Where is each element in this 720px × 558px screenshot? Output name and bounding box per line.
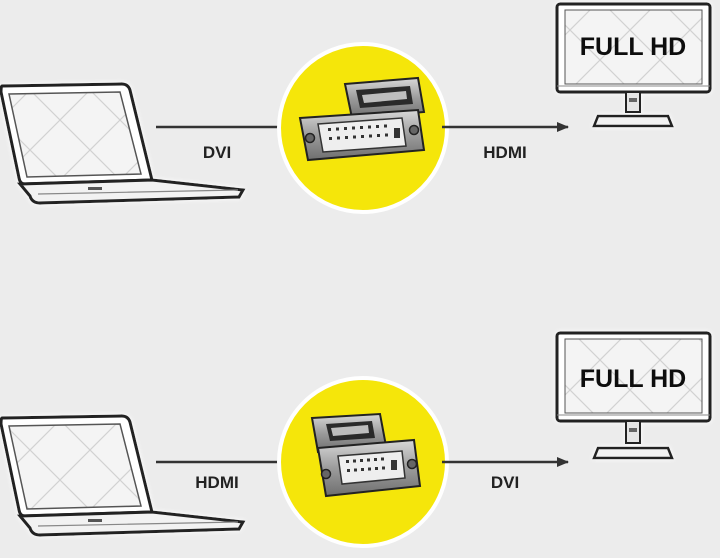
monitor-screen-text-1: FULL HD (580, 33, 686, 61)
monitor-icon: FULL HD (555, 2, 712, 128)
cable-label-left-2: HDMI (195, 473, 238, 492)
hdmi-to-dvi-adapter-icon (310, 412, 422, 498)
dvi-to-hdmi-adapter-icon (298, 76, 426, 162)
connection-row-1: DVI HDMI (0, 2, 712, 214)
connection-row-2: HDMI DVI (0, 331, 712, 548)
cable-label-right-1: HDMI (483, 143, 526, 162)
cable-label-right-2: DVI (491, 473, 519, 492)
cable-label-left-1: DVI (203, 143, 231, 162)
laptop-icon (0, 82, 246, 205)
monitor-icon: FULL HD (555, 331, 712, 460)
monitor-screen-text-2: FULL HD (580, 365, 686, 393)
laptop-icon (0, 414, 246, 537)
